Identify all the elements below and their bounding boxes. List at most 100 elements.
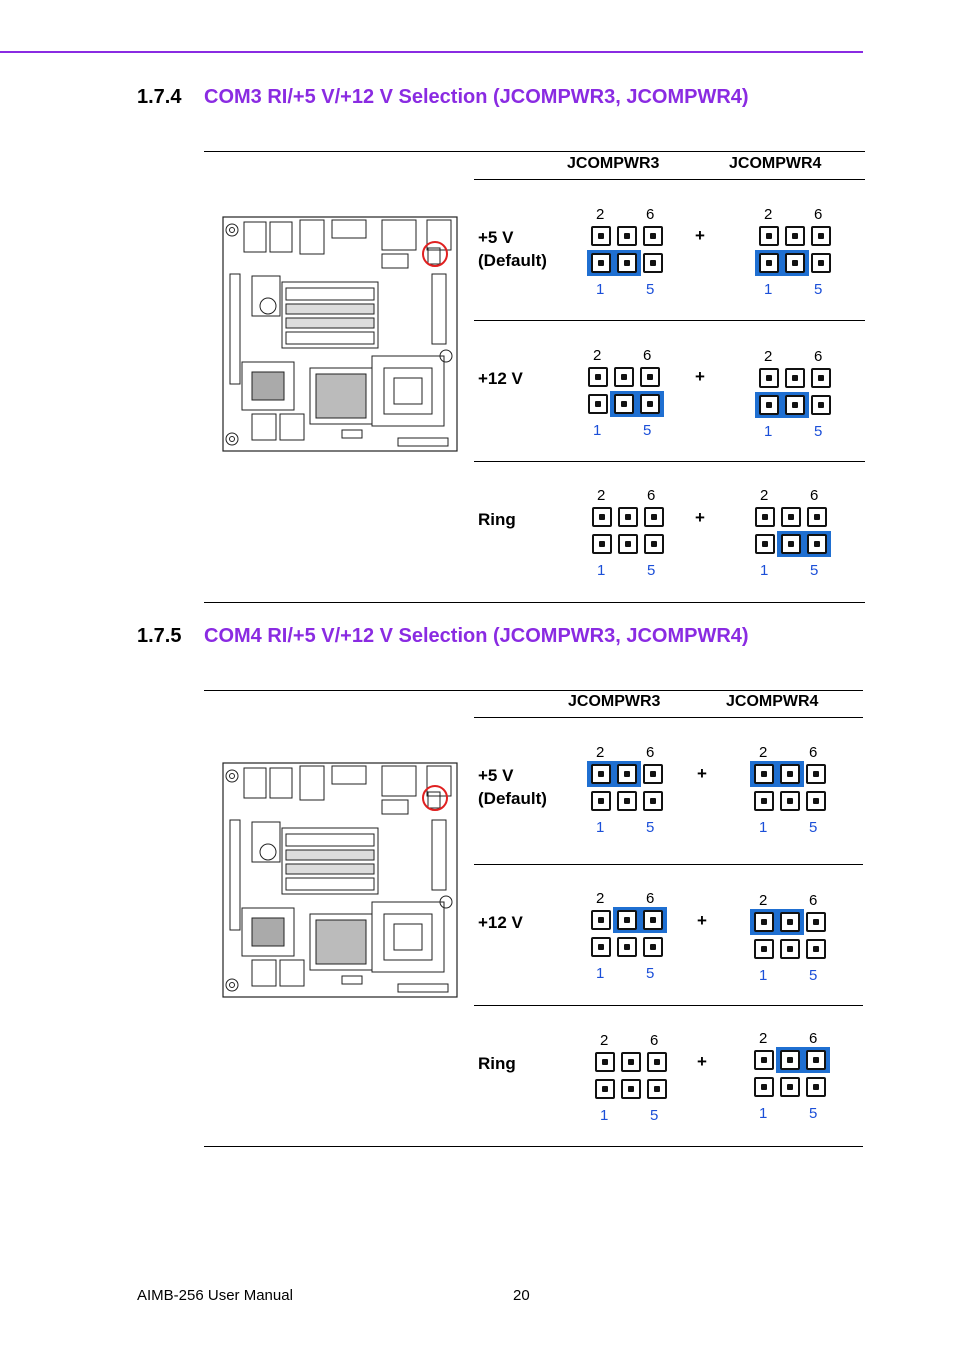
jumper-pin: [807, 507, 827, 527]
jumper-pin: [781, 507, 801, 527]
pin-number-label: 1: [597, 562, 606, 579]
jumper-pin: [754, 1050, 774, 1070]
pin-number-label: 1: [759, 1105, 768, 1122]
row-label-line2: (Default): [478, 789, 547, 808]
jumper-pin: [785, 253, 805, 273]
jumper-pin: [754, 791, 774, 811]
pin-number-label: 1: [593, 422, 602, 439]
jumper-pin: [617, 910, 637, 930]
pin-number-label: 2: [596, 206, 605, 223]
jumper-pin: [785, 368, 805, 388]
jumper-pin: [614, 367, 634, 387]
jumper-pin: [643, 937, 663, 957]
pin-number-label: 6: [647, 487, 656, 504]
row-label-line1: +5 V: [478, 228, 514, 247]
section-title: COM3 RI/+5 V/+12 V Selection (JCOMPWR3, …: [204, 86, 749, 108]
row-label-line1: +12 V: [478, 913, 523, 932]
column-header-jcompwr4: JCOMPWR4: [726, 693, 819, 710]
pin-number-label: 6: [814, 348, 823, 365]
jumper-pin: [759, 253, 779, 273]
jumper-pin: [780, 791, 800, 811]
row-label-ring: Ring: [478, 508, 516, 531]
jumper-pin: [588, 367, 608, 387]
jumper-pin: [755, 507, 775, 527]
jumper-pin: [644, 534, 664, 554]
jumper-pin: [759, 395, 779, 415]
pin-number-label: 5: [646, 819, 655, 836]
jumper-pin: [647, 1052, 667, 1072]
pin-number-label: 5: [809, 819, 818, 836]
jumper-pin: [592, 534, 612, 554]
plus-sign: +: [695, 367, 705, 386]
pin-number-label: 6: [650, 1032, 659, 1049]
jumper-pin: [785, 226, 805, 246]
column-header-jcompwr3: JCOMPWR3: [567, 155, 660, 172]
jumper-pin: [617, 937, 637, 957]
pin-number-label: 2: [759, 1030, 768, 1047]
jumper-pin: [643, 764, 663, 784]
pin-number-label: 5: [646, 965, 655, 982]
pin-number-label: 6: [810, 487, 819, 504]
jumper-pin: [806, 1077, 826, 1097]
jumper-pin: [644, 507, 664, 527]
plus-sign: +: [697, 1052, 707, 1071]
jumper-pin: [595, 1079, 615, 1099]
row-label-line1: +5 V: [478, 766, 514, 785]
pin-number-label: 1: [760, 562, 769, 579]
jumper-pin: [617, 764, 637, 784]
plus-sign: +: [695, 508, 705, 527]
jumper-pin: [807, 534, 827, 554]
pin-number-label: 1: [759, 819, 768, 836]
jumper-pin: [811, 226, 831, 246]
jumper-pin: [643, 253, 663, 273]
column-header-jcompwr3: JCOMPWR3: [568, 693, 661, 710]
section-heading-com3: 1.7.4 COM3 RI/+5 V/+12 V Selection (JCOMP…: [137, 86, 749, 109]
jumper-pin: [781, 534, 801, 554]
jumper-pin: [643, 910, 663, 930]
pin-number-label: 5: [814, 423, 823, 440]
pin-number-label: 6: [809, 744, 818, 761]
jumper-pin: [754, 764, 774, 784]
pin-number-label: 5: [810, 562, 819, 579]
jumper-pin: [806, 764, 826, 784]
jumper-diagram: 2 6 1 5: [588, 487, 672, 583]
table-bottom-rule: [204, 602, 865, 603]
pin-number-label: 2: [764, 206, 773, 223]
pin-number-label: 1: [596, 281, 605, 298]
jumper-pin: [617, 253, 637, 273]
pin-number-label: 6: [646, 206, 655, 223]
row-divider: [474, 1005, 863, 1006]
pin-number-label: 5: [643, 422, 652, 439]
footer-page-number: 20: [513, 1287, 530, 1304]
jumper-pin: [754, 912, 774, 932]
row-label-12v: +12 V: [478, 911, 523, 934]
jumper-pin: [614, 394, 634, 414]
jumper-pin: [618, 534, 638, 554]
column-header-jcompwr4: JCOMPWR4: [729, 155, 822, 172]
row-label-line1: Ring: [478, 510, 516, 529]
pin-number-label: 5: [647, 562, 656, 579]
jumper-pin: [780, 1077, 800, 1097]
row-label-5v: +5 V (Default): [478, 764, 547, 810]
jumper-pin: [811, 253, 831, 273]
motherboard-diagram: [222, 762, 458, 998]
jumper-pin: [591, 910, 611, 930]
jumper-pin: [759, 368, 779, 388]
pin-number-label: 6: [643, 347, 652, 364]
pin-number-label: 2: [597, 487, 606, 504]
jumper-pin: [621, 1079, 641, 1099]
jumper-pin: [780, 764, 800, 784]
jumper-pin: [591, 937, 611, 957]
pin-number-label: 1: [764, 423, 773, 440]
section-number: 1.7.4: [137, 86, 182, 108]
pin-number-label: 5: [646, 281, 655, 298]
header-rule: [474, 179, 865, 180]
pin-number-label: 2: [596, 744, 605, 761]
pin-number-label: 6: [814, 206, 823, 223]
